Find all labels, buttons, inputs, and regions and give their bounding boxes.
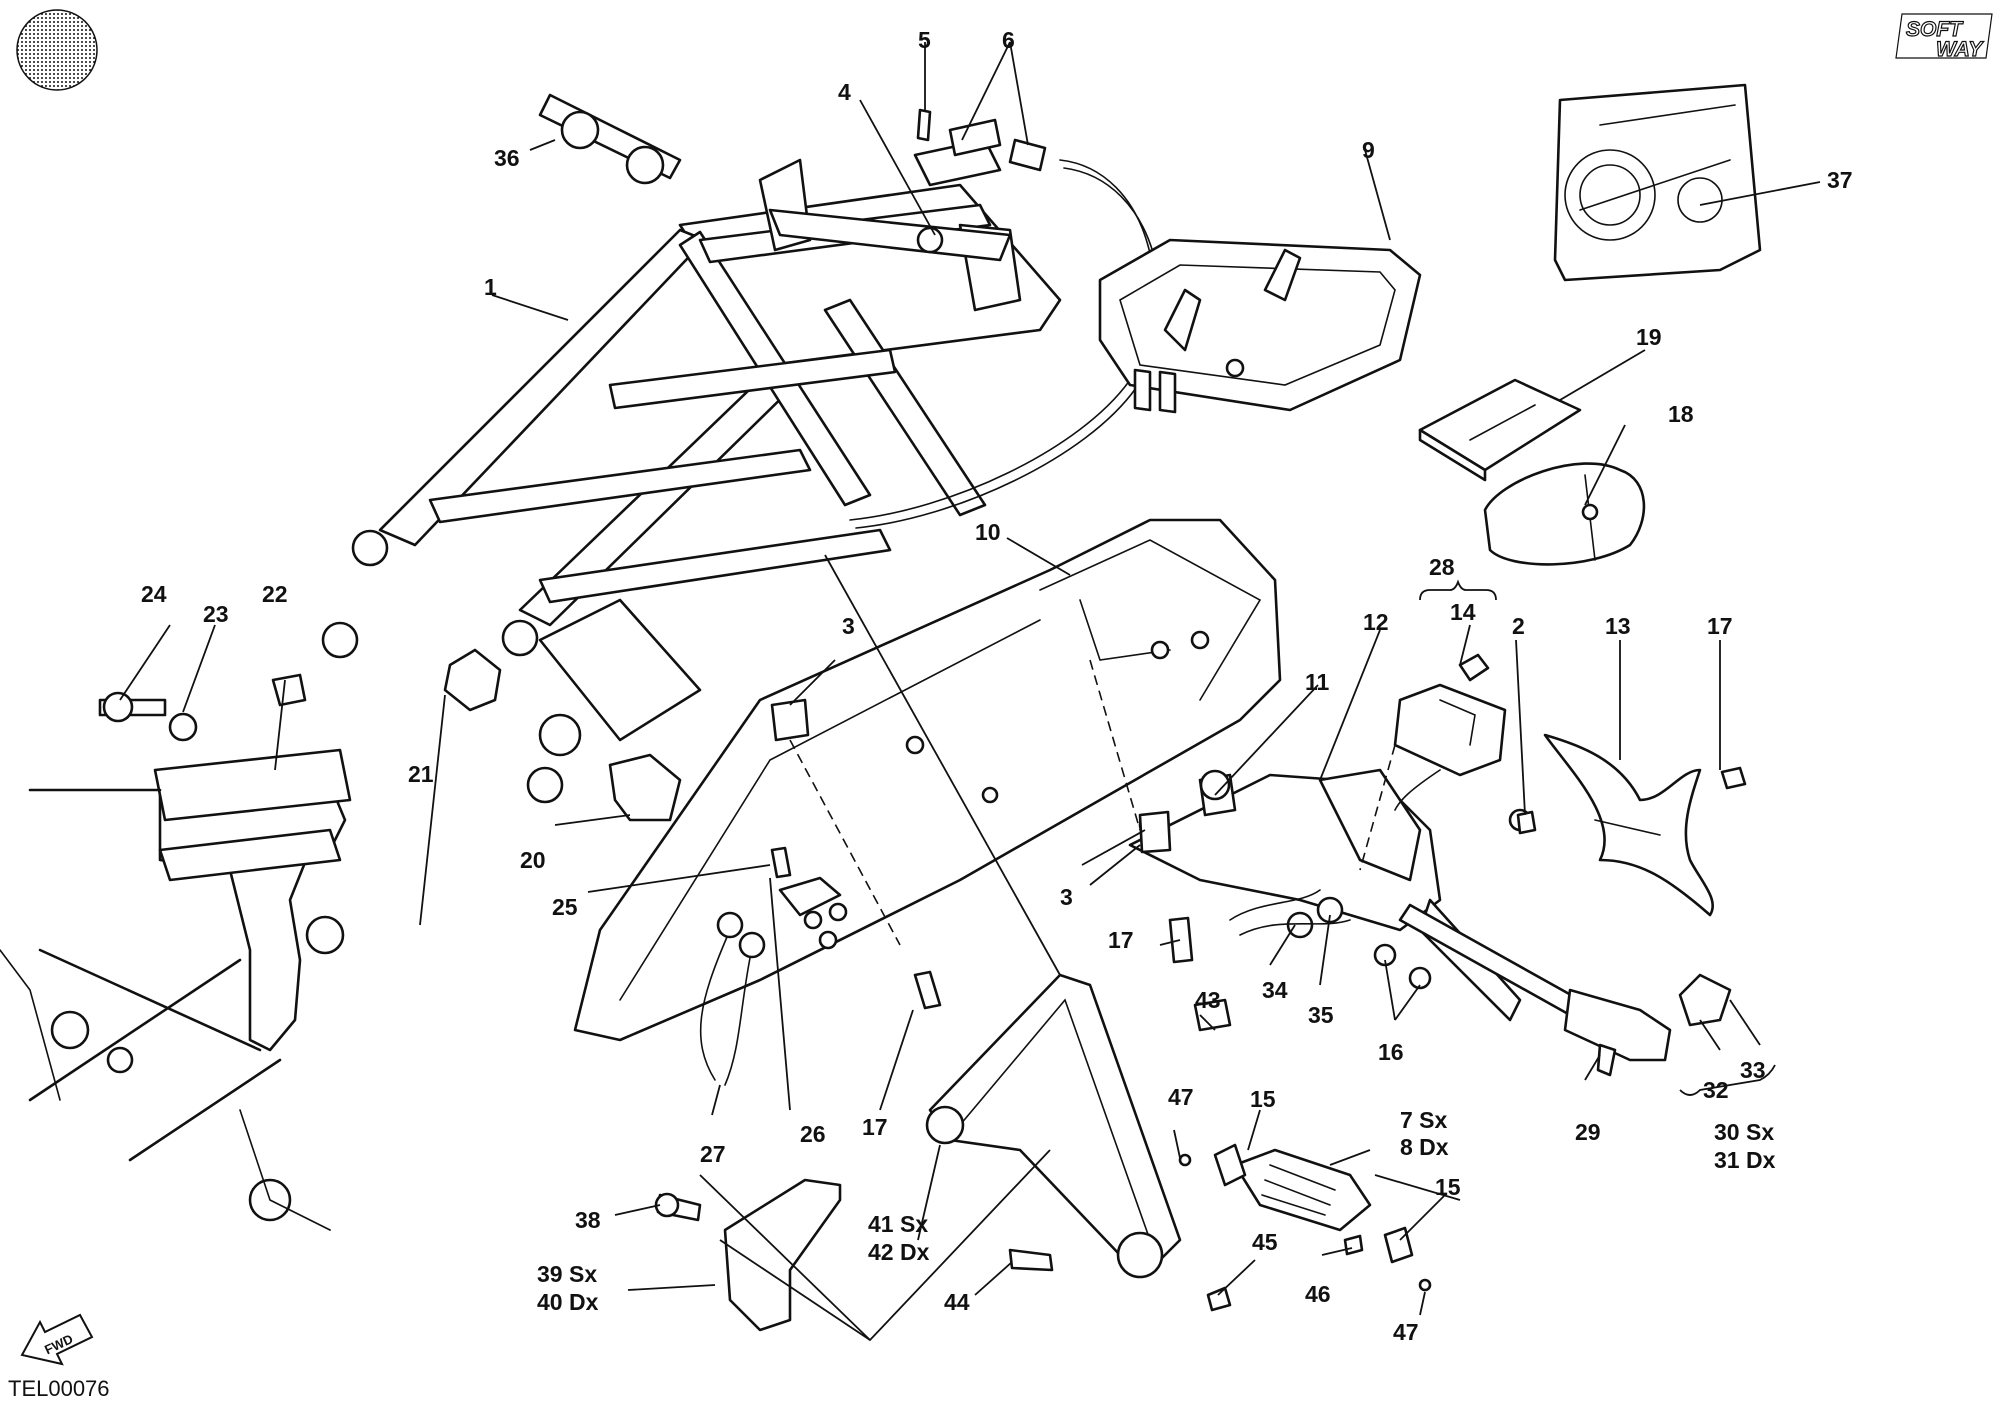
callout-22: 22 bbox=[262, 581, 288, 607]
mount-fasteners bbox=[98, 673, 307, 742]
callout-36: 36 bbox=[494, 145, 520, 171]
callout-15a: 15 bbox=[1250, 1086, 1276, 1112]
callout-35: 35 bbox=[1308, 1002, 1334, 1028]
callout-28: 28 bbox=[1429, 554, 1455, 580]
tail-light bbox=[1393, 683, 1507, 811]
callout-12: 12 bbox=[1363, 609, 1389, 635]
callout-26: 26 bbox=[800, 1121, 826, 1147]
callout-32: 32 bbox=[1703, 1077, 1729, 1103]
callout-7-sx: 7 Sx bbox=[1400, 1107, 1448, 1133]
callout-44: 44 bbox=[944, 1289, 970, 1315]
callout-8-dx: 8 Dx bbox=[1400, 1134, 1449, 1160]
callout-17c: 17 bbox=[862, 1114, 888, 1140]
callout-46: 46 bbox=[1305, 1281, 1331, 1307]
callout-41-sx: 41 Sx bbox=[868, 1211, 928, 1237]
clamp-bracket bbox=[538, 93, 682, 185]
callout-31-dx: 31 Dx bbox=[1714, 1147, 1776, 1173]
logo-line1: SOFT bbox=[1906, 18, 1964, 41]
callout-29: 29 bbox=[1575, 1119, 1601, 1145]
owner-manual bbox=[1418, 378, 1582, 482]
plate-bracket bbox=[1543, 733, 1714, 917]
callout-1: 1 bbox=[484, 274, 497, 300]
callout-3b: 3 bbox=[1060, 884, 1073, 910]
bulb bbox=[1458, 653, 1490, 682]
small-bolts-right bbox=[1516, 766, 1747, 835]
callout-43: 43 bbox=[1195, 987, 1221, 1013]
callout-6: 6 bbox=[1002, 27, 1015, 53]
callout-47b: 47 bbox=[1393, 1319, 1419, 1345]
callout-18: 18 bbox=[1668, 401, 1694, 427]
rear-subframe bbox=[321, 158, 1062, 804]
callout-13: 13 bbox=[1605, 613, 1631, 639]
callout-23: 23 bbox=[203, 601, 229, 627]
callout-39-sx: 39 Sx bbox=[537, 1261, 597, 1287]
brand-circle-icon bbox=[16, 9, 98, 91]
callout-40-dx: 40 Dx bbox=[537, 1289, 599, 1315]
battery-tray bbox=[1098, 238, 1422, 414]
callout-24: 24 bbox=[141, 581, 167, 607]
callout-3a: 3 bbox=[842, 613, 855, 639]
logo-line2: WAY bbox=[1936, 38, 1984, 61]
callout-33: 33 bbox=[1740, 1057, 1766, 1083]
callout-leaders bbox=[119, 41, 1821, 1316]
forward-arrow-icon: FWD bbox=[20, 1313, 94, 1366]
callout-14: 14 bbox=[1450, 599, 1476, 625]
callout-labels: 1 2 3 3 4 5 6 9 10 11 12 13 14 15 15 16 … bbox=[141, 27, 1853, 1345]
callout-17b: 17 bbox=[1108, 927, 1134, 953]
detail-inset bbox=[1553, 83, 1762, 282]
callout-19: 19 bbox=[1636, 324, 1662, 350]
callout-5: 5 bbox=[918, 27, 931, 53]
callout-20: 20 bbox=[520, 847, 546, 873]
softway-logo: SOFT WAY bbox=[1895, 13, 1993, 62]
ground-strap bbox=[699, 911, 766, 1086]
tool-roll bbox=[1483, 462, 1646, 566]
footpeg bbox=[1213, 1143, 1372, 1232]
callout-9: 9 bbox=[1362, 137, 1375, 163]
diagram-code: TEL00076 bbox=[8, 1376, 110, 1401]
callout-21: 21 bbox=[408, 761, 434, 787]
main-frame bbox=[0, 748, 352, 1231]
callout-30-sx: 30 Sx bbox=[1714, 1119, 1774, 1145]
assembly-lines bbox=[699, 554, 1396, 1342]
callout-34: 34 bbox=[1262, 977, 1288, 1003]
rear-undertray bbox=[573, 518, 1282, 1042]
callout-42-dx: 42 Dx bbox=[868, 1239, 930, 1265]
footpeg-hardware bbox=[654, 998, 1432, 1312]
callout-45: 45 bbox=[1252, 1229, 1278, 1255]
callout-10: 10 bbox=[975, 519, 1001, 545]
callout-11: 11 bbox=[1305, 669, 1330, 695]
callout-37: 37 bbox=[1827, 167, 1853, 193]
cable-clamp bbox=[770, 846, 848, 950]
callout-38: 38 bbox=[575, 1207, 601, 1233]
callout-17a: 17 bbox=[1707, 613, 1733, 639]
callout-27: 27 bbox=[700, 1141, 726, 1167]
callout-15b: 15 bbox=[1435, 1174, 1461, 1200]
callout-25: 25 bbox=[552, 894, 578, 920]
footrest-hanger bbox=[925, 973, 1182, 1279]
rubber-buffers bbox=[443, 648, 682, 822]
callout-2: 2 bbox=[1512, 613, 1525, 639]
turn-signal bbox=[1398, 903, 1732, 1077]
license-plate-holder bbox=[1128, 768, 1532, 1022]
callout-16: 16 bbox=[1378, 1039, 1404, 1065]
bolts-middle bbox=[913, 916, 1194, 1010]
callout-47a: 47 bbox=[1168, 1084, 1194, 1110]
callout-4: 4 bbox=[838, 79, 851, 105]
